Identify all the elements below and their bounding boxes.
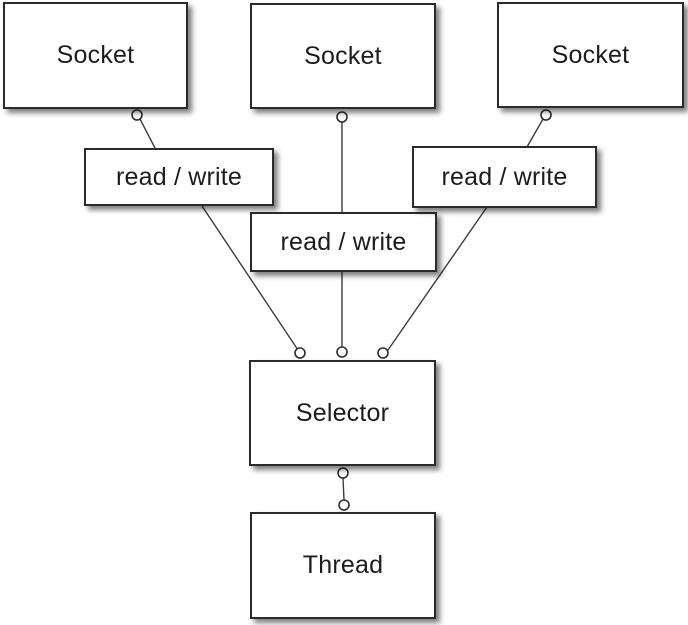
connector-circle-socket-middle (336, 111, 348, 123)
edge-readwrite-right-to-selector (387, 206, 488, 351)
connector-circle-selector-top-middle (336, 346, 348, 358)
node-selector-label: Selector (295, 398, 390, 427)
node-socket-left-label: Socket (56, 41, 135, 69)
node-readwrite-middle-label: read / write (280, 227, 407, 256)
edge-readwrite-left-to-selector (201, 205, 299, 351)
node-socket-right: Socket (497, 2, 684, 108)
node-readwrite-left: read / write (84, 148, 274, 206)
node-thread: Thread (250, 512, 436, 619)
node-socket-middle-label: Socket (304, 41, 382, 70)
connector-circle-thread-top (338, 499, 350, 511)
edge-socket-right-to-readwrite-right (526, 118, 544, 148)
connector-circle-socket-left (131, 109, 143, 121)
node-readwrite-left-label: read / write (115, 162, 243, 191)
edge-selector-to-thread (342, 477, 345, 501)
connector-circle-selector-top-right (377, 347, 389, 359)
connector-circle-socket-right (540, 109, 552, 121)
node-readwrite-middle: read / write (250, 212, 437, 272)
connector-circle-selector-bottom (337, 467, 349, 479)
node-socket-left: Socket (3, 2, 188, 109)
node-thread-label: Thread (302, 551, 384, 579)
node-socket-right-label: Socket (551, 40, 630, 69)
node-readwrite-right-label: read / write (441, 162, 568, 191)
connector-circle-selector-top-left (294, 347, 306, 359)
edge-socket-left-to-readwrite-left (139, 118, 156, 149)
node-socket-middle: Socket (250, 3, 436, 109)
node-readwrite-right: read / write (412, 146, 597, 208)
node-selector: Selector (249, 360, 436, 466)
